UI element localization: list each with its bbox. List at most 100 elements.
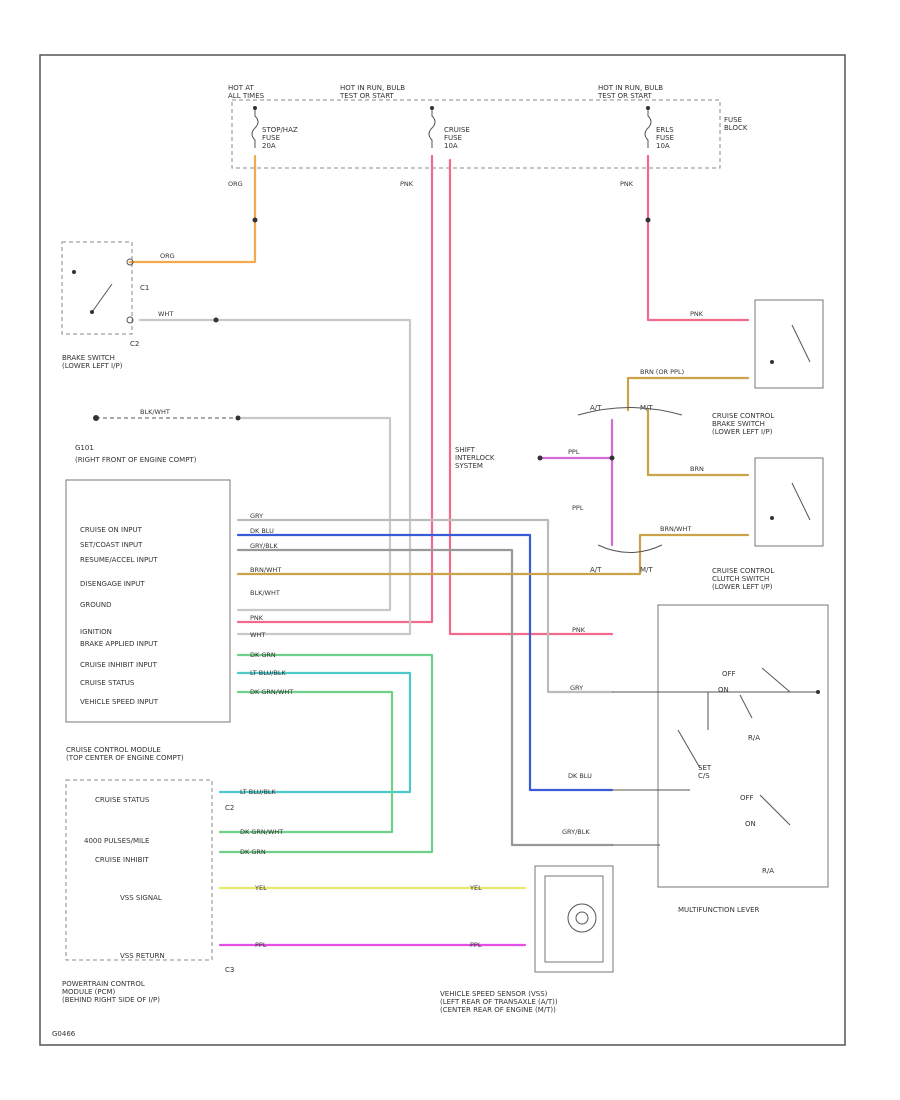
svg-text:A/T: A/T: [590, 404, 602, 412]
svg-text:DK GRN/WHT: DK GRN/WHT: [240, 828, 283, 836]
svg-text:GRY: GRY: [570, 684, 583, 692]
wire-brn-wht: [236, 533, 750, 576]
cruise-module-input: CRUISE STATUS: [80, 679, 135, 687]
svg-text:BRN/WHT: BRN/WHT: [250, 566, 281, 574]
wire-blk-wht-ground: [236, 416, 392, 612]
wire-brn: [646, 408, 750, 477]
at-mt-split-top: [577, 407, 683, 416]
svg-text:M/T: M/T: [640, 566, 653, 574]
lever-set-contact-icon: [677, 729, 701, 769]
svg-text:PNK: PNK: [250, 614, 264, 622]
svg-text:PPL: PPL: [568, 448, 580, 456]
svg-text:A/T: A/T: [590, 566, 602, 574]
cruise-module-input: IGNITION: [80, 628, 112, 636]
cruise-module-input: GROUND: [80, 601, 112, 609]
lever-off-on-contact-icon: [761, 667, 791, 693]
vss-sensor-icon: [567, 903, 597, 933]
ground-location: (RIGHT FRONT OF ENGINE COMPT): [75, 456, 197, 464]
wire-gry: [236, 518, 614, 694]
cruise-module-input: RESUME/ACCEL INPUT: [80, 556, 158, 564]
svg-text:DK GRN/WHT: DK GRN/WHT: [250, 688, 293, 696]
cruise-brake-switch-contact-icon: [791, 324, 811, 363]
svg-text:PNK: PNK: [572, 626, 586, 634]
wire-brn-or-ppl: [626, 376, 750, 412]
svg-text:GRY/BLK: GRY/BLK: [250, 542, 278, 550]
pcm-pin-cruise-status: CRUISE STATUS: [95, 796, 150, 804]
wire-gry-blk: [236, 548, 614, 847]
svg-text:C2: C2: [225, 804, 234, 812]
powertrain-control-module: CRUISE STATUS 4000 PULSES/MILE CRUISE IN…: [62, 779, 234, 1004]
svg-text:OFF: OFF: [722, 670, 736, 678]
svg-text:PPL: PPL: [572, 504, 584, 512]
cruise-module-input: DISENGAGE INPUT: [80, 580, 145, 588]
vss-label: VEHICLE SPEED SENSOR (VSS)(LEFT REAR OF …: [440, 990, 558, 1014]
svg-text:C3: C3: [225, 966, 234, 974]
svg-text:C1: C1: [140, 284, 149, 292]
ground-g101: G101 (RIGHT FRONT OF ENGINE COMPT): [75, 444, 197, 464]
clutch-switch-contact-icon: [791, 482, 811, 521]
at-mt-split-bottom: [597, 544, 663, 553]
svg-text:LT BLU/BLK: LT BLU/BLK: [250, 669, 287, 677]
wire-pnk-ignition: [236, 154, 434, 624]
cruise-module-input: SET/COAST INPUT: [80, 541, 143, 549]
stop-hazard-fuse-icon: [251, 108, 259, 148]
svg-text:BRN/WHT: BRN/WHT: [660, 525, 691, 533]
svg-text:PNK: PNK: [620, 180, 634, 188]
brake-switch-contact-icon: [91, 283, 113, 313]
cruise-module-input: CRUISE INHIBIT INPUT: [80, 661, 158, 669]
svg-text:YEL: YEL: [254, 884, 267, 892]
vehicle-speed-sensor: VEHICLE SPEED SENSOR (VSS)(LEFT REAR OF …: [440, 865, 614, 1014]
svg-text:LT BLU/BLK: LT BLU/BLK: [240, 788, 277, 796]
svg-text:ON: ON: [745, 820, 756, 828]
svg-text:ON: ON: [718, 686, 729, 694]
wire-wht: [138, 318, 412, 636]
ers-fuse-icon: [644, 108, 652, 148]
cruise-module-input: CRUISE ON INPUT: [80, 526, 143, 534]
wire-dk-grn: [218, 653, 434, 854]
cruise-control-module: CRUISE ON INPUT SET/COAST INPUT RESUME/ACC…: [65, 479, 231, 762]
svg-text:ORG: ORG: [160, 252, 175, 260]
brake-switch: C1 C2 BRAKE SWITCH(LOWER LEFT I/P): [61, 241, 149, 370]
svg-text:OFF: OFF: [740, 794, 754, 802]
svg-text:PNK: PNK: [400, 180, 414, 188]
wire-lt-blu-blk: [218, 671, 412, 794]
pcm-pin-4000-pulses: 4000 PULSES/MILE: [84, 837, 149, 845]
svg-text:WHT: WHT: [250, 631, 265, 639]
diagram-frame: [39, 54, 846, 1046]
cruise-module-label: CRUISE CONTROL MODULE(TOP CENTER OF ENGI…: [66, 746, 184, 762]
svg-text:DK BLU: DK BLU: [568, 772, 592, 780]
svg-text:GRY/BLK: GRY/BLK: [562, 828, 590, 836]
ground-id: G101: [75, 444, 94, 452]
wire-dk-blu: [236, 533, 614, 792]
cruise-module-input: VEHICLE SPEED INPUT: [80, 698, 159, 706]
cruise-module-input-list: CRUISE ON INPUT SET/COAST INPUT RESUME/ACC…: [80, 526, 159, 706]
wire-labels: ORG ORG PNK PNK PNK WHT BLK/WHT BRN (OR …: [140, 180, 704, 949]
svg-text:BRN: BRN: [690, 465, 704, 473]
svg-text:PPL: PPL: [470, 941, 482, 949]
svg-text:PPL: PPL: [255, 941, 267, 949]
wire-dk-grn-wht: [218, 690, 394, 834]
svg-text:DK GRN: DK GRN: [250, 651, 276, 659]
brake-switch-label: BRAKE SWITCH(LOWER LEFT I/P): [62, 354, 123, 370]
cruise-module-input: BRAKE APPLIED INPUT: [80, 640, 158, 648]
svg-text:BLK/WHT: BLK/WHT: [250, 589, 280, 597]
svg-text:GRY: GRY: [250, 512, 263, 520]
wire-pnk-brake-switch: [646, 154, 750, 322]
svg-text:WHT: WHT: [158, 310, 173, 318]
svg-text:R/A: R/A: [762, 867, 774, 875]
lever-ra-contact-icon: [759, 794, 791, 826]
svg-text:BRN (OR PPL): BRN (OR PPL): [640, 368, 684, 376]
wire-ppl-shift: [538, 418, 614, 547]
